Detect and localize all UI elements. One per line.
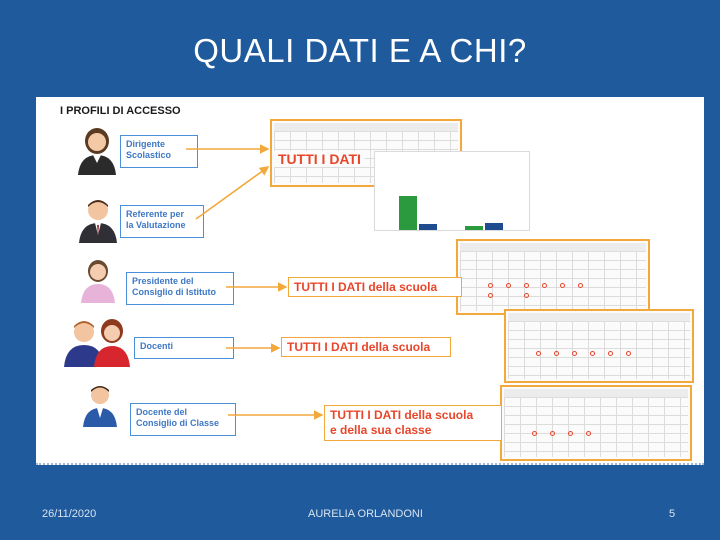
male-person-icon: [83, 386, 117, 427]
class-data-tag: TUTTI I DATI della scuola e della sua cl…: [324, 405, 502, 441]
footer-author: AURELIA ORLANDONI: [308, 508, 423, 520]
school-data-tag: TUTTI I DATI della scuola: [281, 337, 451, 357]
role-label: Dirigente Scolastico: [126, 139, 172, 160]
arrow-connectors: [186, 144, 324, 420]
data-table-thumbnail: [504, 309, 694, 383]
role-docente-classe: Docente del Consiglio di Classe: [130, 403, 236, 436]
slide-title: QUALI DATI E A CHI?: [193, 32, 527, 69]
male-person-icon: [79, 200, 117, 243]
class-data-line2: e della sua classe: [330, 423, 432, 437]
role-referente: Referente per la Valutazione: [120, 205, 204, 238]
footer-date: 26/11/2020: [42, 508, 97, 520]
content-panel: I PROFILI DI ACCESSO Dirigente Scolastic…: [36, 97, 704, 465]
data-table-thumbnail: [500, 385, 692, 461]
role-label: Presidente del Consiglio di Istituto: [132, 276, 216, 297]
role-dirigente: Dirigente Scolastico: [120, 135, 198, 168]
role-presidente: Presidente del Consiglio di Istituto: [126, 272, 234, 305]
role-label: Docente del Consiglio di Classe: [136, 407, 220, 428]
female-person-icon: [81, 260, 115, 303]
class-data-line1: TUTTI I DATI della scuola: [330, 408, 474, 422]
group-icon: [64, 319, 130, 367]
chart-thumbnail: [374, 151, 530, 231]
role-label: Referente per la Valutazione: [126, 209, 186, 230]
role-docenti: Docenti: [134, 337, 234, 359]
data-table-thumbnail: [456, 239, 650, 315]
footer-page-number: 5: [669, 508, 676, 520]
role-label: Docenti: [140, 341, 174, 351]
all-data-tag: TUTTI I DATI: [274, 151, 365, 167]
female-person-icon: [78, 128, 116, 175]
panel-heading: I PROFILI DI ACCESSO: [60, 105, 181, 117]
school-data-tag: TUTTI I DATI della scuola: [288, 277, 462, 297]
